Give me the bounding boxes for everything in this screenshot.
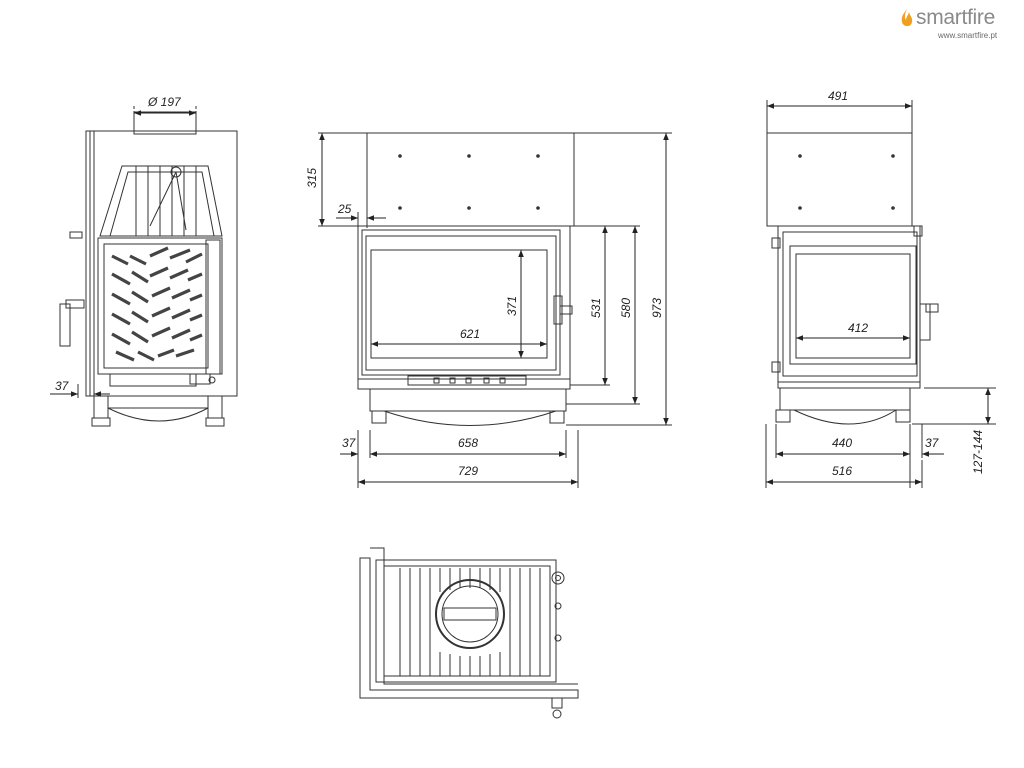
left-view: [50, 106, 238, 427]
dim-total-width: 729: [458, 464, 478, 478]
dim-base-width: 658: [458, 436, 478, 450]
plan-view: [359, 547, 579, 719]
dim-top-section-height: 315: [305, 168, 319, 188]
dim-leg-adjust: 127-144: [971, 430, 985, 474]
dim-flue-diameter: Ø 197: [147, 95, 182, 109]
brand-logo: smartfire www.smartfire.pt: [900, 6, 1018, 42]
dim-side-top-width: 491: [828, 89, 848, 103]
dim-side-left-offset: 37: [55, 379, 70, 393]
dim-side-base-offset: 37: [925, 436, 940, 450]
dim-total-height: 973: [650, 298, 664, 318]
dim-side-glass-width: 412: [848, 321, 868, 335]
front-view: [318, 132, 672, 488]
dim-base-offset: 37: [342, 436, 357, 450]
dim-side-base-width: 440: [832, 436, 852, 450]
brand-name: smartfire: [916, 6, 995, 29]
right-view: [765, 100, 996, 488]
dim-glass-width: 621: [460, 327, 480, 341]
flame-icon: [901, 9, 913, 27]
dim-frame-height: 580: [619, 298, 633, 318]
brand-url: www.smartfire.pt: [938, 31, 998, 40]
dim-side-total-width: 516: [832, 464, 852, 478]
dim-door-height: 531: [589, 298, 603, 318]
dim-top-offset: 25: [337, 202, 352, 216]
dim-glass-height: 371: [505, 296, 519, 316]
